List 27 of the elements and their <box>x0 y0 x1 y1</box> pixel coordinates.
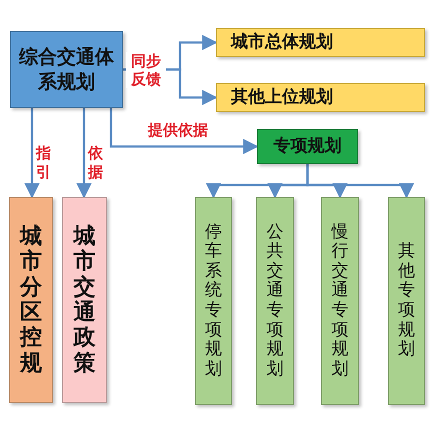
arrow <box>24 108 40 199</box>
vertical-box <box>321 197 359 405</box>
edge-label: 指引 <box>36 144 51 182</box>
box-label: 慢行交通专项规划 <box>332 222 348 380</box>
box-label: 其他上位规划 <box>230 86 334 109</box>
box-label: 城市分区控规 <box>20 224 42 376</box>
arrow <box>110 108 259 154</box>
box-label: 专项规划 <box>272 135 342 158</box>
vertical-box <box>9 197 53 403</box>
process-box <box>216 28 425 57</box>
vertical-box <box>256 197 294 405</box>
process-box <box>10 31 123 108</box>
box-label: 综合交通体系规划 <box>18 44 115 94</box>
vertical-box <box>62 197 107 403</box>
vertical-box <box>195 197 232 405</box>
process-box <box>216 83 425 112</box>
arrow <box>306 164 414 199</box>
box-label: 停车系统专项规划 <box>205 222 222 380</box>
edge-label: 同步反馈 <box>126 52 166 88</box>
box-label: 城市交通政策 <box>74 224 96 376</box>
edge-label: 依据 <box>88 144 103 182</box>
box-label: 其他专项规划 <box>398 242 415 360</box>
arrow <box>76 108 92 199</box>
box-label: 城市总体规划 <box>230 31 334 54</box>
vertical-box <box>388 197 425 405</box>
box-label: 公共交通专项规划 <box>266 222 284 380</box>
process-box <box>257 129 358 164</box>
